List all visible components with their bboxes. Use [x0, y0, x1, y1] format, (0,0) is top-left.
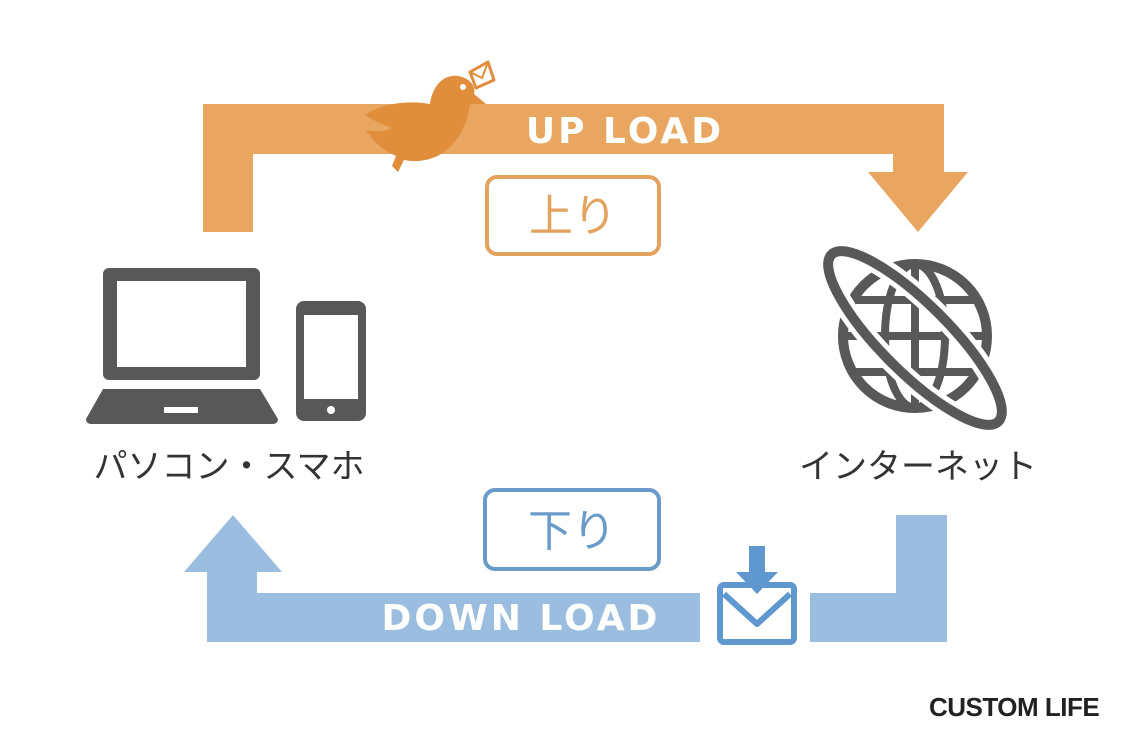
download-badge: 下り: [483, 488, 661, 571]
bird-icon: [365, 60, 496, 172]
download-badge-text: 下り: [528, 506, 616, 557]
download-label: DOWN LOAD: [382, 598, 661, 639]
smartphone-icon: [296, 301, 366, 421]
upload-label: UP LOAD: [526, 111, 724, 152]
download-arrow: [184, 515, 947, 642]
internet-label: インターネット: [799, 447, 1037, 487]
mail-download-icon: [717, 546, 797, 645]
upload-badge: 上り: [485, 175, 661, 256]
laptop-icon: [86, 268, 278, 424]
devices-label: パソコン・スマホ: [94, 447, 365, 487]
upload-badge-text: 上り: [529, 191, 617, 242]
globe-icon: [818, 241, 1012, 435]
brand-logo: CUSTOM LIFE: [929, 692, 1100, 722]
upload-arrow: [203, 104, 968, 232]
